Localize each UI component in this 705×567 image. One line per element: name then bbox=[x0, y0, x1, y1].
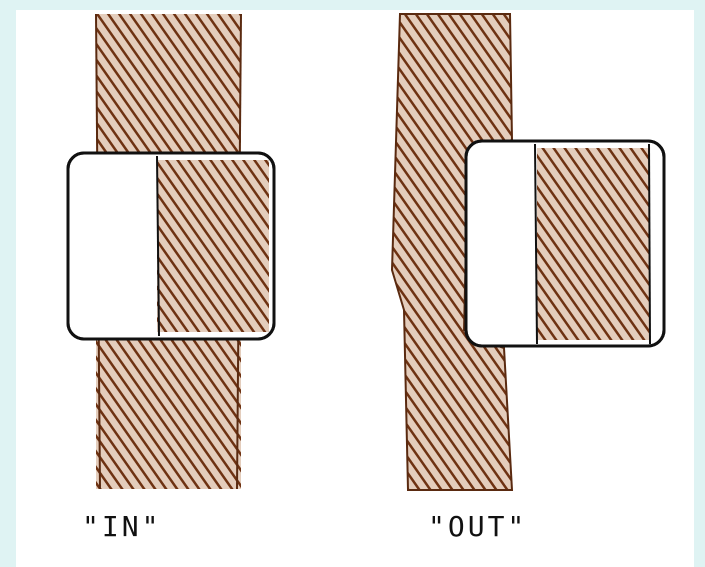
buckle-in-hatched-half bbox=[157, 160, 269, 332]
caption-out: "OUT" bbox=[428, 510, 527, 543]
drawing-paper: "IN" "OUT" bbox=[16, 10, 694, 567]
caption-in: "IN" bbox=[82, 510, 161, 543]
panel-out bbox=[392, 14, 664, 490]
buckle-out-hatched-half bbox=[537, 148, 649, 340]
panel-in bbox=[68, 14, 274, 489]
sketch-canvas bbox=[16, 10, 694, 567]
